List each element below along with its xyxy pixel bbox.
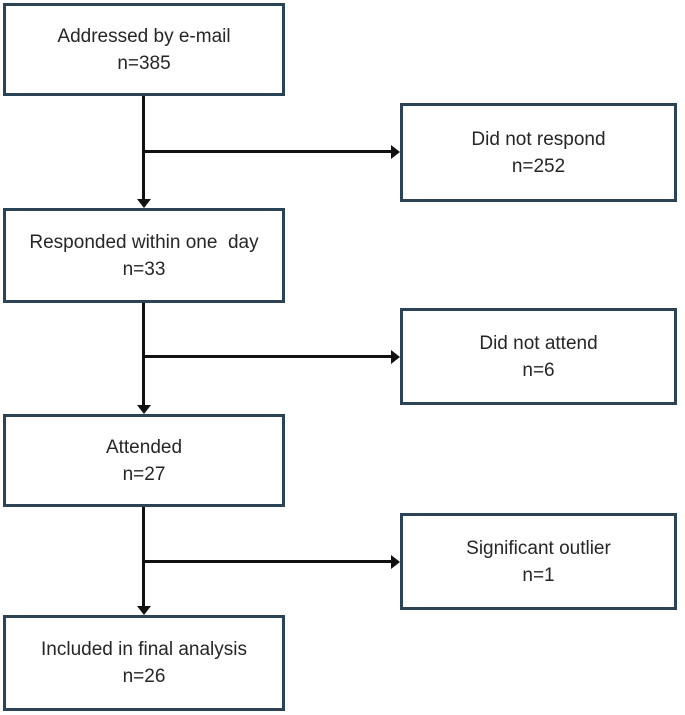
flow-box-included-in-final-analysis: Included in final analysis n=26 xyxy=(3,615,285,711)
flow-box-count: n=1 xyxy=(522,564,555,586)
connector-line-vertical-2 xyxy=(142,303,145,405)
flow-box-did-not-respond: Did not respond n=252 xyxy=(400,103,677,202)
flow-box-addressed-by-email: Addressed by e-mail n=385 xyxy=(3,3,285,96)
connector-line-vertical-1 xyxy=(142,96,145,199)
flow-box-label: Included in final analysis xyxy=(41,639,247,660)
flow-box-label: Did not respond xyxy=(471,128,606,150)
flow-box-label: Responded within one day xyxy=(29,231,259,253)
connector-line-horizontal-3 xyxy=(142,560,392,563)
flow-box-label: Addressed by e-mail xyxy=(57,25,231,47)
arrowhead-right-icon xyxy=(391,350,400,364)
flow-box-label: Significant outlier xyxy=(466,537,611,559)
flow-box-label: Attended xyxy=(105,436,183,458)
flow-box-count: n=33 xyxy=(122,258,166,280)
connector-line-horizontal-1 xyxy=(142,150,392,153)
arrowhead-down-icon xyxy=(137,606,151,615)
flow-box-did-not-attend: Did not attend n=6 xyxy=(400,308,677,405)
flow-box-responded-within-one-day: Responded within one day n=33 xyxy=(3,208,285,303)
connector-line-horizontal-2 xyxy=(142,355,392,358)
flow-box-count: n=385 xyxy=(117,52,171,74)
flow-box-count: n=27 xyxy=(122,463,166,485)
flow-box-label: Did not attend xyxy=(479,332,598,354)
flow-box-count: n=252 xyxy=(511,155,566,177)
arrowhead-down-icon xyxy=(137,405,151,414)
flow-box-count: n=26 xyxy=(122,666,166,687)
arrowhead-right-icon xyxy=(391,555,400,569)
arrowhead-right-icon xyxy=(391,145,400,159)
flow-box-significant-outlier: Significant outlier n=1 xyxy=(400,513,677,610)
flow-box-attended: Attended n=27 xyxy=(3,414,285,507)
flow-box-count: n=6 xyxy=(522,359,555,381)
arrowhead-down-icon xyxy=(137,199,151,208)
connector-line-vertical-3 xyxy=(142,507,145,606)
